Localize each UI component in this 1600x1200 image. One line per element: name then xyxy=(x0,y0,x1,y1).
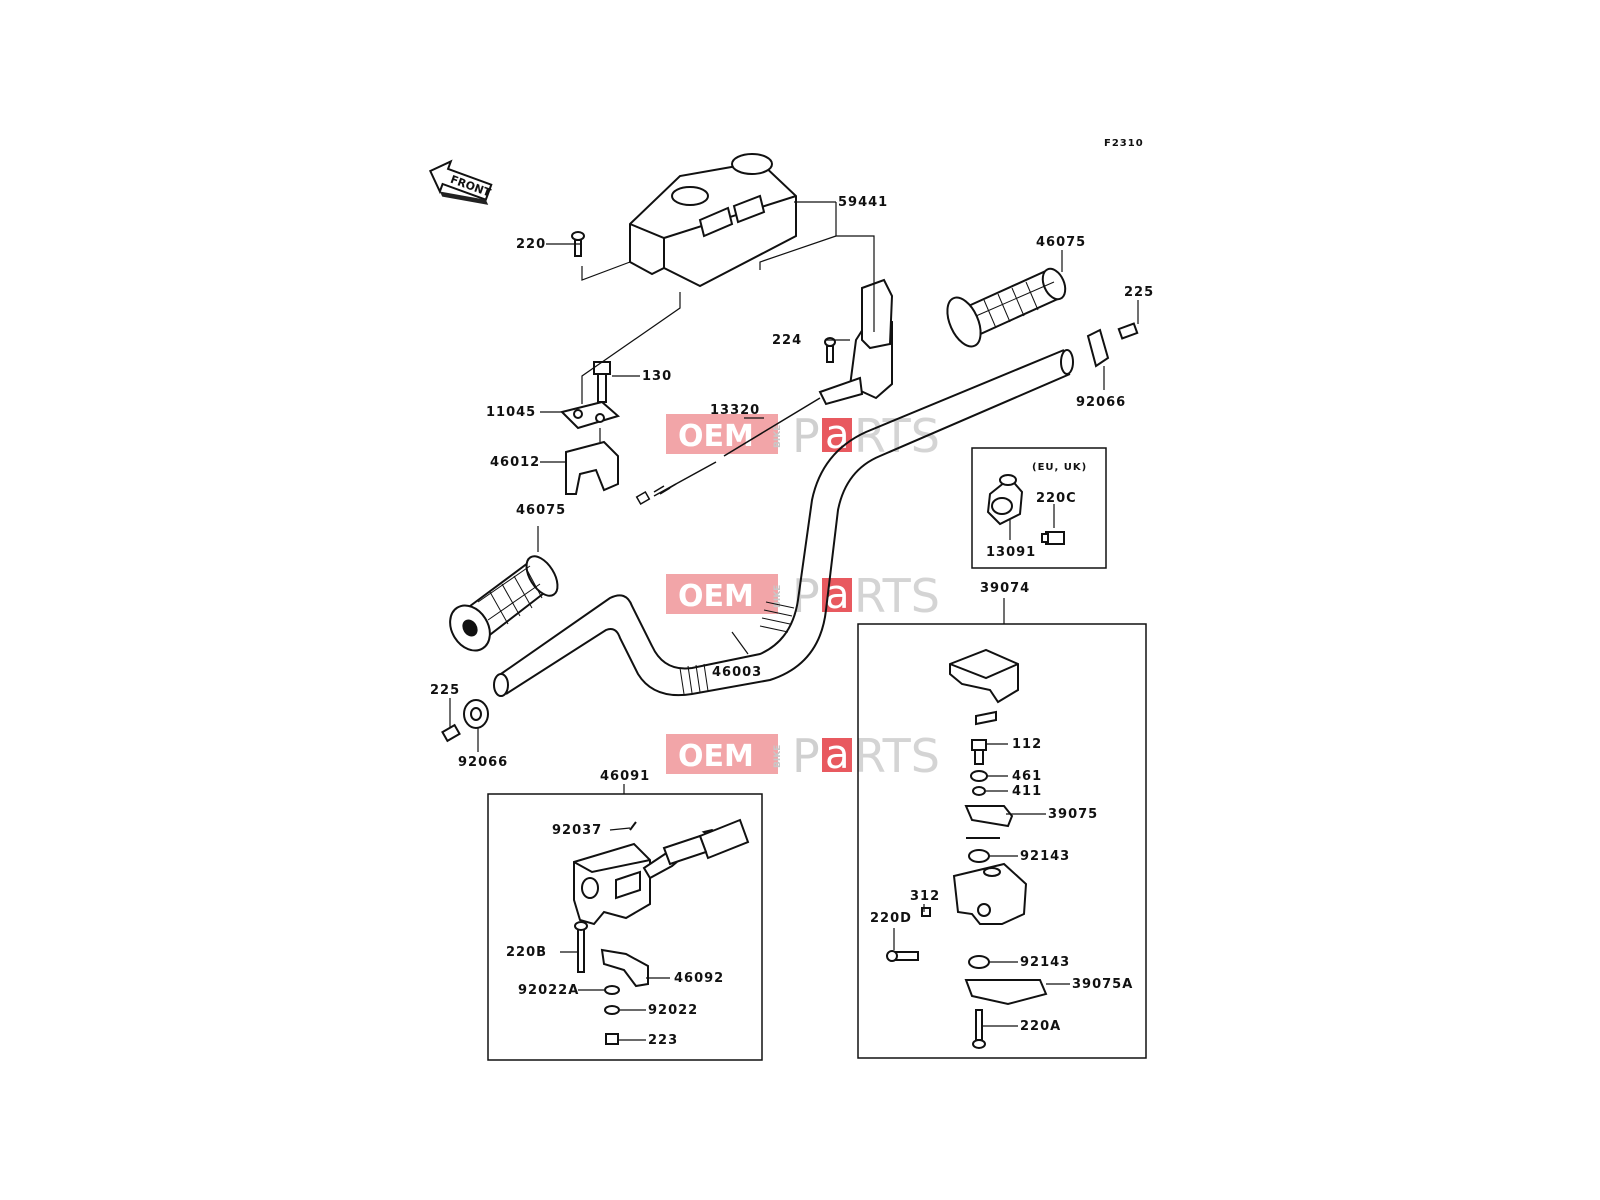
left-switch xyxy=(573,818,750,1045)
svg-text:BIKE: BIKE xyxy=(773,585,783,608)
part-label: 39075 xyxy=(1048,807,1098,822)
right-bar-end xyxy=(1086,322,1139,368)
switch-internals xyxy=(886,710,1048,1049)
svg-text:OEM: OEM xyxy=(678,419,754,454)
part-label: 92037 xyxy=(552,823,602,838)
throttle-housing xyxy=(818,278,894,406)
part-label: 46012 xyxy=(490,455,540,470)
part-label: 92066 xyxy=(458,755,508,770)
part-label: 92066 xyxy=(1076,395,1126,410)
part-label: 13091 xyxy=(986,545,1036,560)
diagram-code: F2310 xyxy=(1104,138,1144,149)
svg-text:P: P xyxy=(792,409,820,463)
part-label: 46092 xyxy=(674,971,724,986)
part-label: 112 xyxy=(1012,737,1042,752)
left-switch-box xyxy=(487,793,763,1061)
svg-text:OEM: OEM xyxy=(678,739,754,774)
screw-220 xyxy=(571,231,585,257)
region-note: (EU, UK) xyxy=(1032,462,1087,473)
handlebar-cover xyxy=(629,153,797,288)
part-label: 312 xyxy=(910,889,940,904)
part-label: 220B xyxy=(506,945,547,960)
part-label: 92022A xyxy=(518,983,579,998)
handlebar-clamp xyxy=(560,400,621,495)
right-switch-box xyxy=(857,623,1147,1059)
part-label: 220 xyxy=(516,237,546,252)
part-label: 46091 xyxy=(600,769,650,784)
part-label: 39074 xyxy=(980,581,1030,596)
svg-text:BIKE: BIKE xyxy=(773,425,783,448)
part-label: 11045 xyxy=(486,405,536,420)
part-label: 39075A xyxy=(1072,977,1133,992)
watermark: OEM BIKE P a RTS OEM BIKE P a RTS OEM BI… xyxy=(666,409,940,783)
part-label: 225 xyxy=(1124,285,1154,300)
svg-text:BIKE: BIKE xyxy=(773,745,783,768)
part-label: 92022 xyxy=(648,1003,698,1018)
right-grip xyxy=(946,267,1067,348)
svg-text:OEM: OEM xyxy=(678,579,754,614)
part-labels: 59441 220 46075 225 224 130 11045 13320 … xyxy=(430,195,1154,1048)
eu-uk-variant-box xyxy=(971,447,1107,569)
part-label: 46075 xyxy=(1036,235,1086,250)
svg-text:RTS: RTS xyxy=(854,569,940,623)
mirror-bracket xyxy=(986,474,1024,526)
left-bar-end xyxy=(441,699,489,743)
part-label: 411 xyxy=(1012,784,1042,799)
switch-cover xyxy=(949,648,1019,704)
svg-text:P: P xyxy=(792,569,820,623)
front-direction-arrow: FRONT xyxy=(428,159,493,205)
throttle-cable xyxy=(635,397,821,505)
part-label: 225 xyxy=(430,683,460,698)
part-label: 92143 xyxy=(1020,849,1070,864)
part-label: 13320 xyxy=(710,403,760,418)
part-label: 46075 xyxy=(516,503,566,518)
bolt-130 xyxy=(593,361,611,403)
part-label: 59441 xyxy=(838,195,888,210)
handlebar xyxy=(493,349,1074,697)
screw-220c xyxy=(1041,531,1065,545)
leader-lines xyxy=(449,201,1139,1041)
part-label: 220A xyxy=(1020,1019,1061,1034)
part-label: 220C xyxy=(1036,491,1077,506)
part-label: 220D xyxy=(870,911,912,926)
svg-text:a: a xyxy=(825,732,850,778)
part-label: 461 xyxy=(1012,769,1042,784)
left-grip xyxy=(449,555,559,652)
part-label: 92143 xyxy=(1020,955,1070,970)
part-label: 223 xyxy=(648,1033,678,1048)
part-label: 224 xyxy=(772,333,802,348)
part-label: 130 xyxy=(642,369,672,384)
svg-text:RTS: RTS xyxy=(854,729,940,783)
part-label: 46003 xyxy=(712,665,762,680)
svg-text:P: P xyxy=(792,729,820,783)
